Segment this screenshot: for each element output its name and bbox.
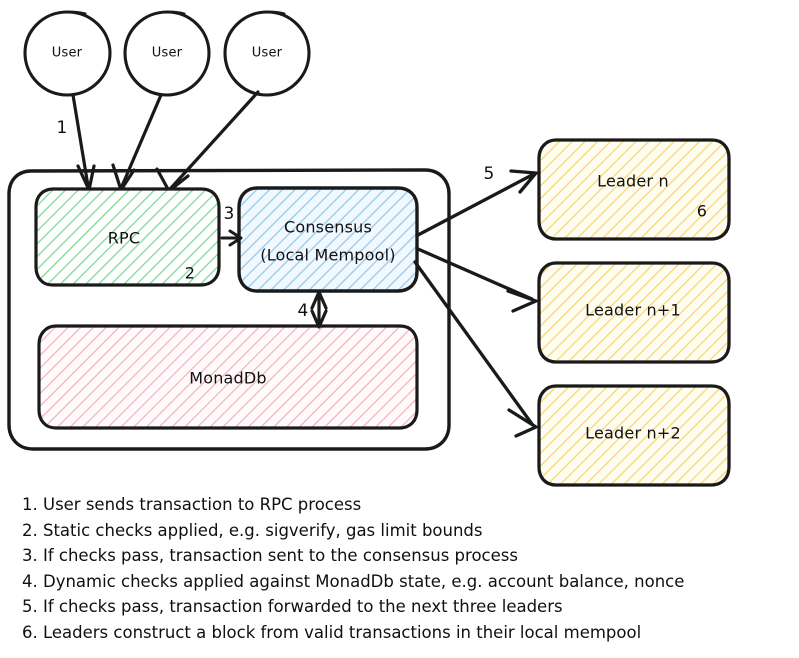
- user-label-3: User: [251, 45, 283, 61]
- leader-n-corner-number: 6: [696, 201, 708, 221]
- consensus-label-line1: Consensus: [283, 217, 373, 237]
- legend-item: 5. If checks pass, transaction forwarded…: [22, 597, 563, 616]
- rpc-box: [34, 187, 221, 287]
- monaddb-label: MonadDb: [189, 368, 267, 388]
- leader-n2-label: Leader n+2: [585, 423, 681, 443]
- rpc-label: RPC: [107, 228, 141, 248]
- user-circle-1: [23, 10, 112, 97]
- legend-item: 3. If checks pass, transaction sent to t…: [22, 546, 518, 565]
- arrow-user1-to-rpc: [71, 93, 96, 192]
- monaddb-box: [37, 324, 419, 430]
- leader-n1-label: Leader n+1: [585, 300, 681, 320]
- step-label-5: 5: [483, 164, 495, 184]
- leader-n-box: [537, 138, 731, 241]
- user-circle-3: [223, 10, 311, 97]
- legend-item: 4. Dynamic checks applied against MonadD…: [22, 571, 685, 591]
- user-label-2: User: [151, 45, 183, 61]
- rpc-corner-number: 2: [184, 263, 196, 283]
- legend-list: 1. User sends transaction to RPC process…: [22, 492, 792, 645]
- node-container-box: [7, 168, 451, 451]
- legend-item: 1. User sends transaction to RPC process: [22, 495, 362, 514]
- arrow-consensus-monaddb: [310, 290, 328, 329]
- arrow-consensus-to-leader-n1: [416, 247, 538, 313]
- legend-item: 2. Static checks applied, e.g. sigverify…: [22, 520, 483, 540]
- consensus-label-line2: (Local Mempool): [260, 245, 396, 265]
- user-label-1: User: [51, 45, 83, 61]
- step-label-1: 1: [56, 118, 68, 138]
- leader-n-label: Leader n: [597, 171, 669, 191]
- arrow-user3-to-rpc: [155, 90, 260, 193]
- step-label-3: 3: [223, 204, 235, 224]
- leader-n1-box: [537, 261, 731, 364]
- legend-item: 6. Leaders construct a block from valid …: [22, 622, 642, 642]
- arrow-rpc-to-consensus: [220, 229, 243, 247]
- arrow-consensus-to-leader-n: [416, 169, 538, 237]
- user-circle-2: [123, 10, 211, 97]
- leader-n2-box: [537, 384, 731, 487]
- step-label-4: 4: [297, 301, 309, 321]
- consensus-box: [237, 186, 419, 293]
- arrow-consensus-to-leader-n2: [413, 260, 538, 438]
- arrow-user2-to-rpc: [111, 93, 163, 192]
